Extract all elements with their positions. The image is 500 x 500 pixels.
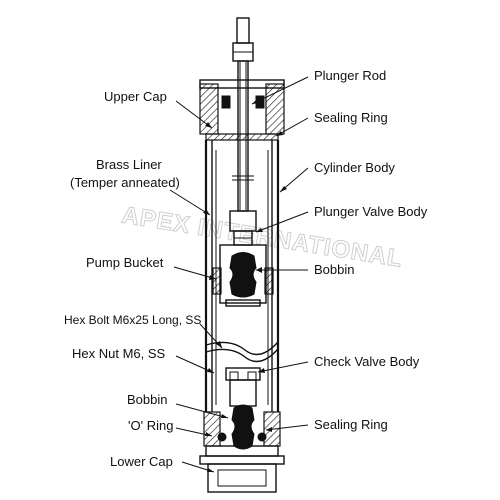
- label-o-ring: 'O' Ring: [128, 418, 173, 433]
- label-sealing-ring-top: Sealing Ring: [314, 110, 388, 125]
- upper-cap: [199, 79, 285, 135]
- label-cylinder-body: Cylinder Body: [314, 160, 395, 175]
- leader-lines: [169, 76, 309, 473]
- label-lower-cap: Lower Cap: [110, 454, 173, 469]
- bobbin-upper: [229, 252, 257, 298]
- label-bobbin-left: Bobbin: [127, 392, 167, 407]
- label-plunger-valve-body: Plunger Valve Body: [314, 204, 428, 219]
- lower-cap: [199, 445, 285, 493]
- label-bobbin-right: Bobbin: [314, 262, 354, 277]
- label-brass-liner-note: (Temper anneated): [70, 175, 180, 190]
- label-check-valve-body: Check Valve Body: [314, 354, 420, 369]
- label-plunger-rod: Plunger Rod: [314, 68, 386, 83]
- label-hex-nut: Hex Nut M6, SS: [72, 346, 166, 361]
- label-brass-liner: Brass Liner: [96, 157, 162, 172]
- pump-bucket: [212, 244, 274, 307]
- sealing-ring-top: [205, 133, 279, 141]
- label-upper-cap: Upper Cap: [104, 89, 167, 104]
- label-pump-bucket: Pump Bucket: [86, 255, 164, 270]
- label-sealing-ring-bottom: Sealing Ring: [314, 417, 388, 432]
- plunger-rod: [232, 17, 254, 212]
- label-hex-bolt: Hex Bolt M6x25 Long, SS: [64, 313, 201, 327]
- bobbin-lower: [231, 404, 255, 450]
- check-valve-body: [225, 367, 261, 407]
